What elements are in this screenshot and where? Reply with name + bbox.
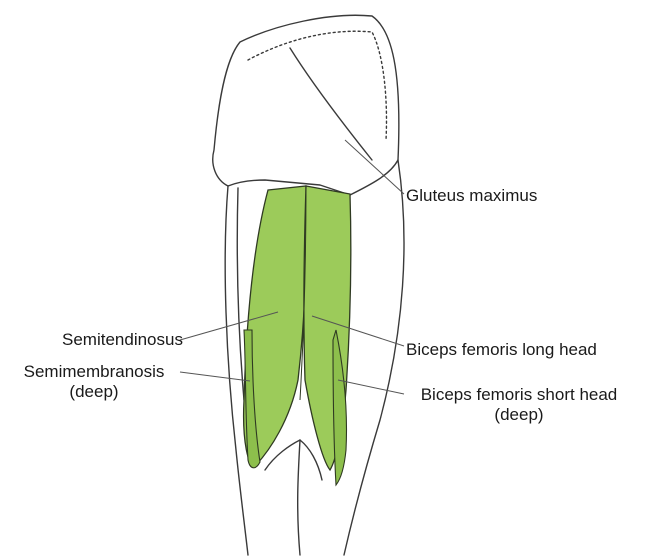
label-gluteus-maximus: Gluteus maximus xyxy=(406,186,537,206)
leader-gluteus xyxy=(345,140,404,194)
label-biceps-long: Biceps femoris long head xyxy=(406,340,597,360)
label-semimembranosis-line2: (deep) xyxy=(6,382,182,402)
label-semitendinosus: Semitendinosus xyxy=(62,330,183,350)
leader-semimembranosis xyxy=(180,372,250,381)
label-biceps-short-line1: Biceps femoris short head xyxy=(403,385,635,405)
hamstring-group xyxy=(244,186,351,485)
label-semimembranosis-line1: Semimembranosis xyxy=(6,362,182,382)
label-biceps-short: Biceps femoris short head (deep) xyxy=(403,385,635,425)
gluteus-outline xyxy=(213,15,399,195)
leader-biceps-short xyxy=(338,380,404,394)
thigh-outline-right xyxy=(344,160,404,555)
label-semimembranosis: Semimembranosis (deep) xyxy=(6,362,182,402)
knee-line-center xyxy=(298,440,300,555)
gluteus-fold xyxy=(290,48,372,160)
thigh-inner-left xyxy=(237,188,244,400)
gluteus-inner-contour xyxy=(248,31,386,140)
knee-line-left xyxy=(265,440,322,480)
label-biceps-short-line2: (deep) xyxy=(403,405,635,425)
